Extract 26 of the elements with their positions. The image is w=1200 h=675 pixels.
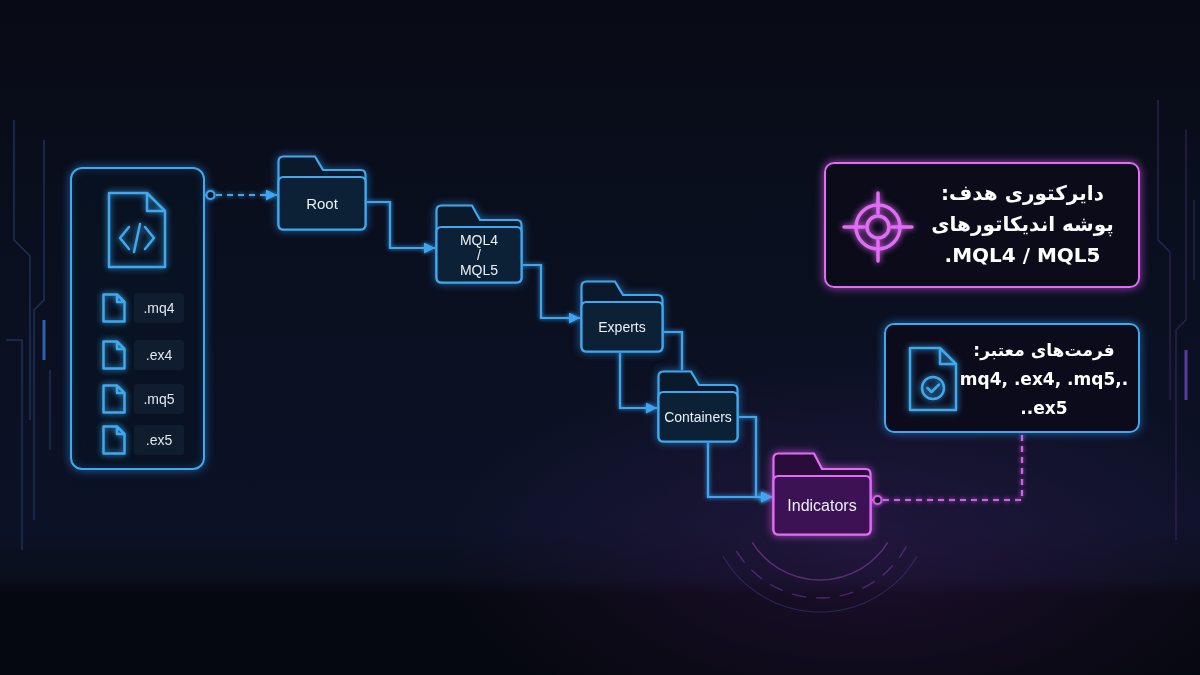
info-card	[884, 323, 1140, 433]
arrow	[739, 415, 772, 503]
card-text: فرمت‌های معتبر: .mq4, .ex4, .mq5, .ex5.	[958, 339, 1130, 420]
file-extension-label: .mq5	[134, 384, 184, 414]
arrow	[523, 263, 580, 324]
file-extension-label: .ex4	[134, 340, 184, 370]
folder-node	[435, 204, 523, 284]
folder-node	[657, 370, 739, 443]
dashed-connector	[872, 433, 1024, 505]
arrow	[618, 353, 657, 414]
arrow	[367, 200, 435, 254]
dashed-connector	[205, 189, 277, 201]
folder-label: MQL4 / MQL5	[459, 232, 499, 279]
file-panel	[70, 167, 205, 470]
file-extension-label: .ex5	[134, 425, 184, 455]
connector-line	[664, 330, 684, 370]
folder-node	[580, 280, 664, 353]
folder-label: Indicators	[787, 497, 857, 515]
info-card	[824, 162, 1140, 288]
card-text: دایرکتوری هدف: پوشه اندیکاتورهای MQL4 / MQL5.	[930, 180, 1115, 269]
folder-label: Containers	[664, 409, 732, 426]
folder-node	[277, 155, 367, 231]
folder-label: Root	[306, 195, 338, 213]
folder-label: Experts	[598, 319, 646, 336]
file-extension-label: .mq4	[134, 293, 184, 323]
folder-node	[772, 452, 872, 536]
